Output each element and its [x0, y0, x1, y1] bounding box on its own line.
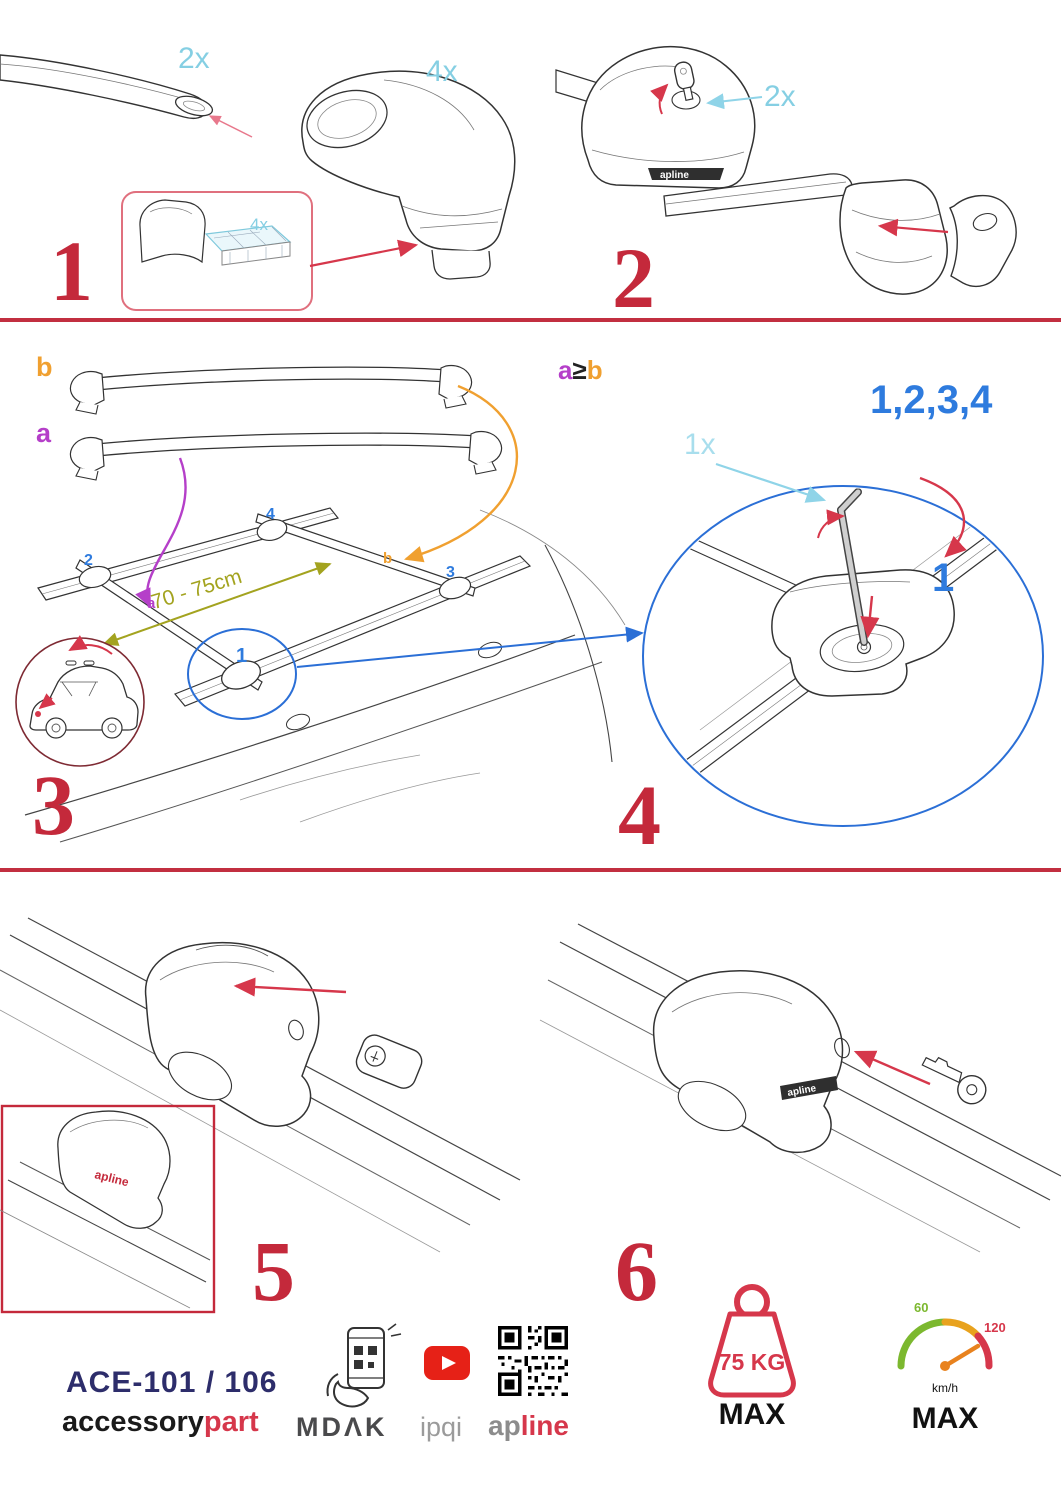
mdak-logo: MDΛK [296, 1412, 388, 1442]
brand-red: part [203, 1406, 259, 1438]
ipqi-logo: ipqi [420, 1412, 463, 1442]
detail-link-arrow [296, 626, 644, 668]
max-weight-icon: 75 KG [708, 1284, 796, 1398]
bar-pointer-arrow [208, 115, 253, 138]
position-4-label: 4 [266, 506, 275, 523]
step-6-number: 6 [615, 1223, 658, 1319]
tighten-detail-illustration [642, 462, 1044, 827]
foot-illustration [301, 70, 516, 280]
bar-a-guide-arrow [135, 457, 187, 608]
insert-lock-arrow [233, 977, 347, 997]
pad-qty-label: 4x [250, 215, 268, 234]
crossbar-a-illustration [69, 430, 503, 481]
speed-max-label: MAX [911, 1402, 979, 1435]
foot-brand-label: apline [660, 170, 689, 181]
crossbar-b-illustration [69, 364, 473, 415]
car-direction-inset [15, 635, 145, 767]
bar-qty-label: 2x [178, 42, 210, 75]
first-position-label: 1 [932, 556, 955, 600]
foot-pos-1 [221, 660, 261, 690]
tighten-order-label: 1,2,3,4 [870, 378, 993, 422]
foot-brand-label: apline [787, 1083, 818, 1099]
endcap-assembly-illustration [663, 173, 1017, 295]
roof-mounting-illustration [24, 384, 644, 843]
bar-b-guide-arrow [403, 384, 519, 563]
foot-qty-label: 4x [426, 55, 458, 88]
tool-qty-arrow [715, 462, 827, 503]
position-2-label: 2 [84, 552, 93, 569]
lock-insert-illustration: apline [0, 917, 521, 1314]
brand-name: accessorypart [62, 1406, 259, 1439]
key-insert-illustration: apline [539, 923, 1061, 1253]
tool-qty-label: 1x [684, 428, 716, 461]
lock-cylinder-icon [355, 1034, 423, 1089]
speedometer-needle [942, 1343, 981, 1369]
step-2-number: 2 [612, 230, 655, 326]
section-2-illustrations [15, 364, 1044, 843]
foot-pos-4 [256, 518, 288, 542]
zoom-box [0, 1104, 216, 1314]
bar-b-label: b [36, 352, 53, 382]
condition-a: a [558, 355, 573, 385]
roof-a-label: a [147, 595, 156, 612]
direction-arrow [68, 635, 113, 655]
speed-low-label: 60 [914, 1300, 928, 1315]
foot-pos-3 [438, 576, 472, 600]
press-down-arrow [860, 595, 880, 639]
order-arrow [919, 476, 967, 558]
step-3-number: 3 [32, 757, 75, 853]
weight-max-label: MAX [718, 1398, 786, 1431]
apline-gray: ap [488, 1410, 521, 1441]
speed-unit-label: km/h [932, 1381, 958, 1395]
key-icon [921, 1056, 987, 1105]
foot-lock-illustration: apline [555, 46, 763, 189]
model-number: ACE-101 / 106 [66, 1366, 278, 1399]
lock-qty-arrow [706, 93, 763, 110]
lock-hole [288, 1019, 304, 1041]
roof-b-label: b [383, 550, 393, 567]
position-3-label: 3 [446, 564, 455, 581]
youtube-icon [424, 1346, 470, 1380]
bar-a-label: a [36, 418, 52, 448]
detail-ellipse [642, 485, 1044, 827]
apline-red: line [520, 1410, 569, 1441]
weight-value: 75 KG [719, 1349, 785, 1375]
apline-logo: apline [488, 1410, 569, 1442]
phone-scan-icon [326, 1323, 402, 1408]
speed-high-label: 120 [984, 1320, 1006, 1335]
crossbar-illustration [0, 54, 253, 138]
keyhole [834, 1037, 850, 1059]
allen-key-icon [837, 488, 868, 646]
brand-black: accessory [62, 1406, 204, 1438]
speedometer-icon: 60 120 km/h [897, 1300, 1006, 1395]
pad-arrow [309, 239, 419, 268]
step-5-number: 5 [252, 1223, 295, 1319]
step-1-number: 1 [50, 223, 93, 319]
qr-code [498, 1326, 568, 1396]
section-3-illustrations: apline apline [0, 917, 1061, 1314]
section-divider [0, 868, 1061, 872]
bar-distance-arrow [102, 562, 332, 646]
section-1-illustrations: 4x apline [0, 46, 1017, 311]
condition-b: b [586, 355, 603, 385]
roof-bar-b [255, 513, 476, 597]
insert-key-arrow [853, 1050, 931, 1086]
foot-1-circle [187, 628, 297, 720]
pad-detail-inset: 4x [121, 191, 419, 311]
turn-key-arrow [650, 83, 669, 115]
section-divider [0, 318, 1061, 322]
step-4-number: 4 [618, 767, 661, 863]
lock-key-icon [673, 61, 695, 102]
position-1-label: 1 [236, 645, 248, 667]
condition-op: ≥ [572, 355, 587, 385]
rotate-arrow [817, 509, 845, 539]
lock-qty-label: 2x [764, 80, 796, 113]
cap-insert-arrow [877, 218, 949, 237]
condition-label: a≥b [558, 355, 603, 386]
